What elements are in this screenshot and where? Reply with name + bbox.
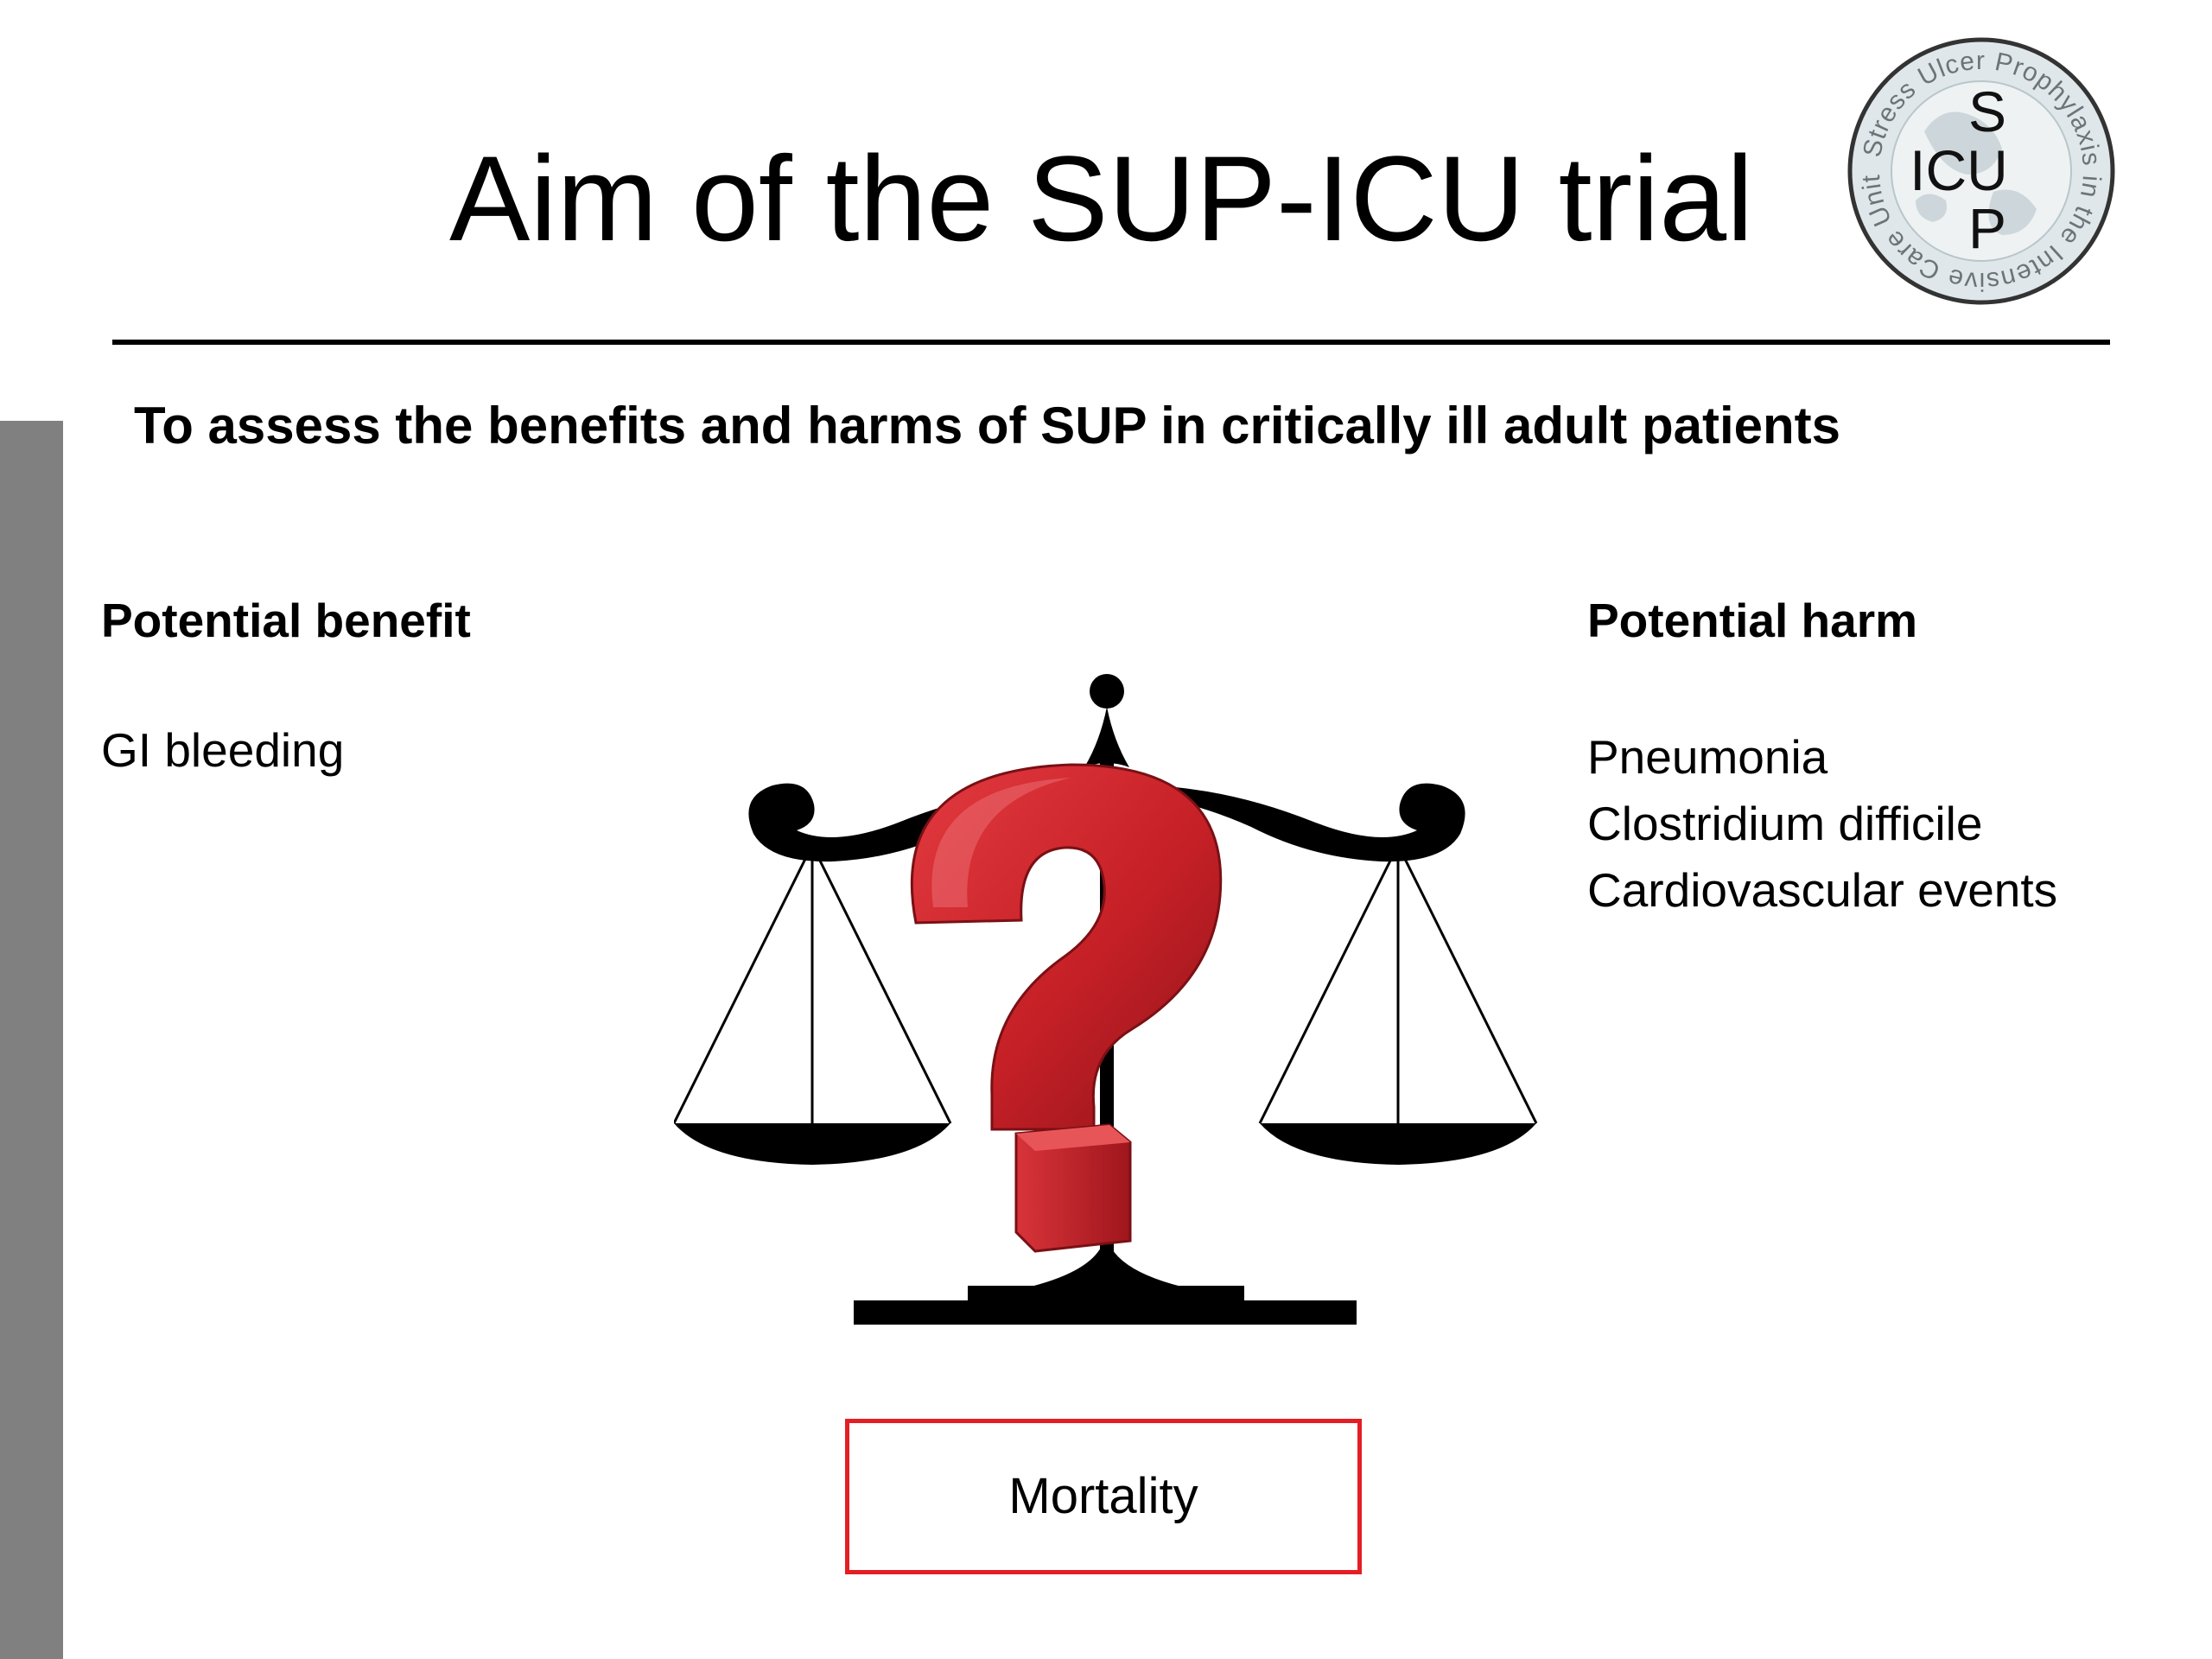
logo-center-text: ICU xyxy=(1910,138,2008,202)
scale-right pan xyxy=(1258,844,1538,1165)
logo-letter-p: P xyxy=(1968,196,2006,260)
harm-heading: Potential harm xyxy=(1587,594,1918,647)
outcome-label: Mortality xyxy=(1008,1468,1198,1524)
outcome-box: Mortality xyxy=(845,1419,1362,1574)
slide-subtitle: To assess the benefits and harms of SUP … xyxy=(134,397,1840,454)
harm-item: Pneumonia xyxy=(1587,730,1828,784)
harm-item: Clostridium difficile xyxy=(1587,797,1983,850)
sup-icu-logo-seal: Stress Ulcer Prophylaxis in the Intensiv… xyxy=(1847,37,2115,305)
logo-letter-s: S xyxy=(1968,79,2006,143)
map-texture xyxy=(1916,111,2037,235)
question-mark xyxy=(910,763,1223,1253)
side-accent-bar xyxy=(0,421,63,1659)
title-divider xyxy=(112,340,2110,345)
benefit-heading: Potential benefit xyxy=(101,594,471,647)
slide-title-text: Aim of the SUP-ICU trial xyxy=(449,130,1754,266)
scale-left-pan xyxy=(674,844,952,1165)
benefit-list: GI bleeding xyxy=(101,717,344,784)
harm-item: Cardiovascular events xyxy=(1587,863,2058,917)
benefit-item: GI bleeding xyxy=(101,723,345,777)
balance-scale-question-mark-icon xyxy=(674,674,1538,1325)
harm-list: Pneumonia Clostridium difficile Cardiova… xyxy=(1587,724,2057,924)
